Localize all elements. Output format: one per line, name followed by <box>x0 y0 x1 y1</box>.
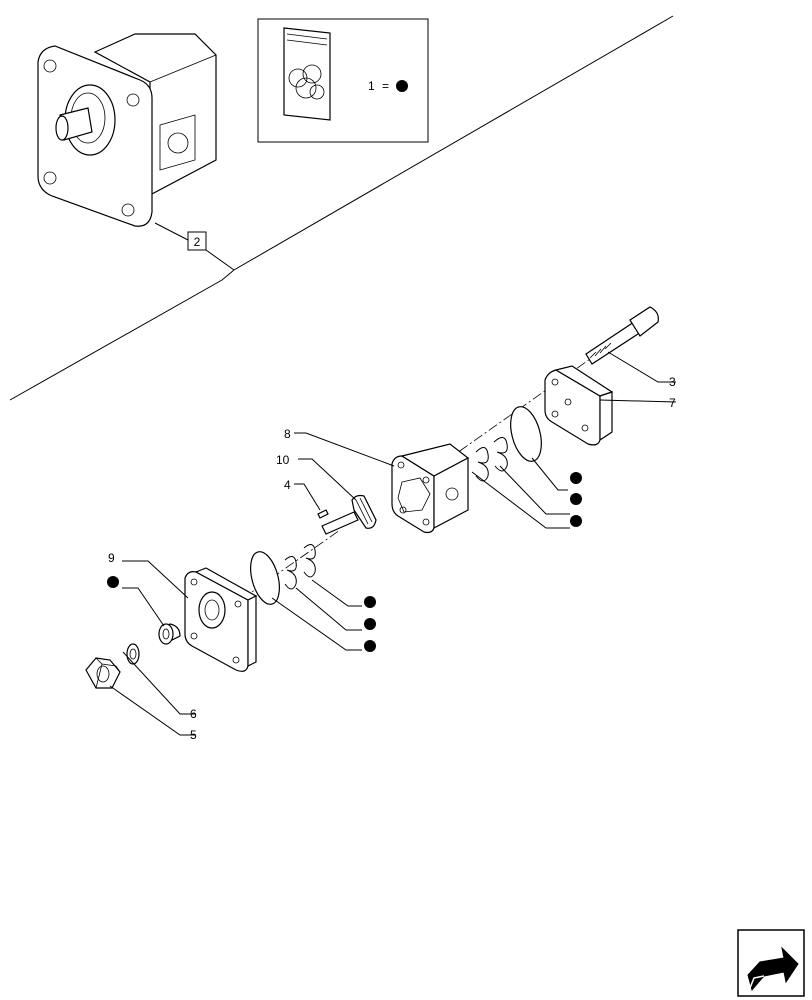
part-back-ring-rear-1 <box>475 447 489 482</box>
kit-dot-icon <box>364 640 376 652</box>
callout-7: 7 <box>669 396 676 410</box>
part-rear-cover <box>544 365 614 446</box>
kit-number: 1 <box>368 79 375 93</box>
part-pump-body <box>391 443 470 534</box>
part-front-flange <box>184 567 258 672</box>
callout-6: 6 <box>190 707 197 721</box>
part-o-ring-large-front <box>250 551 280 605</box>
part-back-ring-front-2 <box>303 544 316 578</box>
part-o-ring-large-rear <box>510 406 542 462</box>
callout-3: 3 <box>669 375 676 389</box>
kit-dots <box>107 472 582 652</box>
ref-box <box>187 231 207 251</box>
part-shaft-seal <box>158 623 181 645</box>
kit-equals: = <box>382 79 389 93</box>
kit-dot-icon <box>364 596 376 608</box>
separator-line <box>9 15 674 401</box>
callout-8: 8 <box>284 427 291 441</box>
callout-4: 4 <box>284 478 291 492</box>
kit-dot-icon <box>396 80 408 92</box>
part-washer <box>126 643 140 665</box>
kit-dot-icon <box>570 472 582 484</box>
kit-dot-icon <box>364 618 376 630</box>
ref-leader <box>154 222 235 271</box>
part-nut <box>85 657 121 689</box>
kit-dot-icon <box>107 576 119 588</box>
part-gear-shaft <box>321 494 377 535</box>
part-bolt <box>585 306 659 365</box>
seal-kit-legend: 1 = <box>257 18 429 143</box>
part-back-ring-front-1 <box>284 556 297 590</box>
kit-dot-icon <box>570 493 582 505</box>
part-back-ring-rear-2 <box>493 437 508 472</box>
ref-box-label: 2 <box>194 235 201 249</box>
part-key <box>317 509 329 519</box>
callout-9: 9 <box>108 551 115 565</box>
assembled-pump <box>37 33 217 227</box>
callout-10: 10 <box>276 453 290 467</box>
callout-5: 5 <box>190 728 197 742</box>
leader-lines <box>109 351 677 736</box>
next-page-arrow-icon[interactable] <box>737 929 805 997</box>
kit-dot-icon <box>570 515 582 527</box>
